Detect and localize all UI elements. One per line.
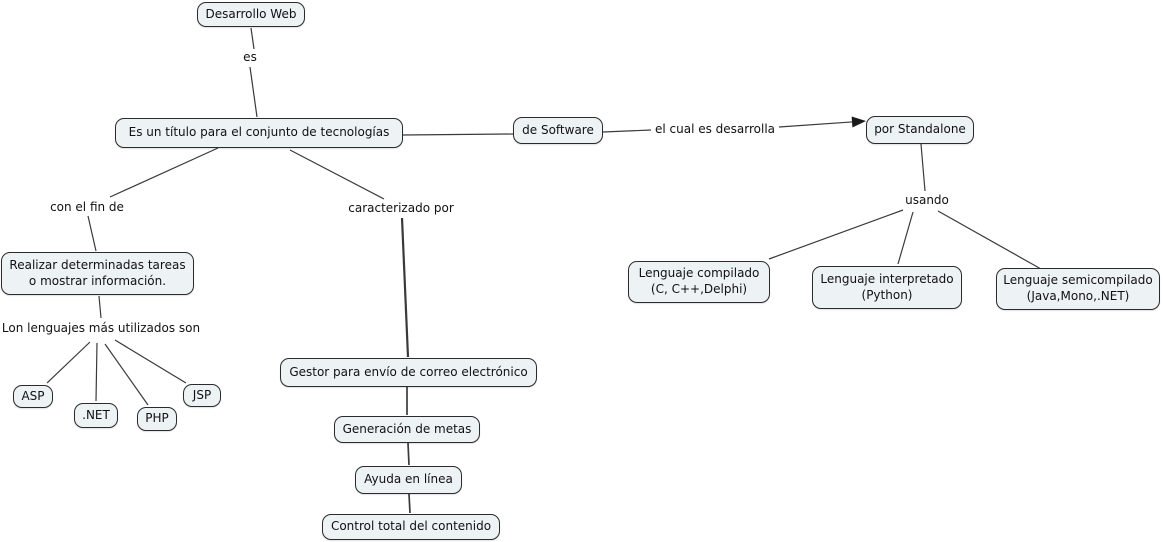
concept-node-desarrollo-web[interactable]: Desarrollo Web [197,2,305,27]
link-label-usando[interactable]: usando [903,193,951,208]
concept-node-control-contenido[interactable]: Control total del contenido [322,514,500,540]
connector-line-5 [98,295,102,319]
concept-node-ayuda-linea[interactable]: Ayuda en línea [355,466,462,494]
concept-node-titulo-tecnologias[interactable]: Es un título para el conjunto de tecnolo… [115,118,403,148]
concept-node-realizar-tareas[interactable]: Realizar determinadas tareas o mostrar i… [1,252,194,295]
concept-node-php[interactable]: PHP [137,407,177,431]
link-label-es[interactable]: es [241,50,259,65]
link-label-el-cual-es-desarrolla[interactable]: el cual es desarrolla [652,122,778,137]
concept-node-lenguaje-interpretado[interactable]: Lenguaje interpretado (Python) [812,266,962,309]
link-label-caracterizado-por[interactable]: caracterizado por [346,201,456,216]
connector-line-0 [250,27,255,50]
concept-node-por-standalone[interactable]: por Standalone [866,116,974,144]
arrowhead-icon [851,116,866,128]
connector-line-4 [87,215,97,252]
connector-line-8 [104,343,149,406]
connector-line-3 [289,149,385,200]
connector-line-2 [109,147,219,198]
concept-node-asp[interactable]: ASP [13,385,53,408]
concept-node-lenguaje-compilado[interactable]: Lenguaje compilado (C, C++,Delphi) [628,261,770,303]
connector-line-13 [408,493,411,514]
connector-line-6 [46,341,91,384]
connector-line-17 [920,143,926,192]
link-label-con-el-fin-de[interactable]: con el fin de [48,200,126,215]
concept-node-generacion-metas[interactable]: Generación de metas [334,416,480,443]
connector-line-18 [768,209,904,260]
connector-line-20 [937,210,1042,270]
concept-node-de-software[interactable]: de Software [513,117,603,144]
connector-line-12 [407,442,410,466]
concept-node-gestor-correo[interactable]: Gestor para envío de correo electrónico [280,358,537,387]
connector-line-14 [402,133,514,136]
connector-line-1 [249,66,258,118]
connector-line-19 [897,211,914,265]
connector-line-15 [602,129,652,133]
concept-node-net[interactable]: .NET [74,403,118,428]
connector-line-7 [95,342,98,402]
concept-node-lenguaje-semicompilado[interactable]: Lenguaje semicompilado (Java,Mono,.NET) [996,268,1160,310]
connector-line-16 [778,121,855,128]
concept-node-jsp[interactable]: JSP [183,384,221,407]
connector-line-10 [400,217,410,358]
connector-line-9 [114,339,187,384]
link-label-lenguajes-mas-utilizados[interactable]: Lon lenguajes más utilizados son [0,321,203,336]
